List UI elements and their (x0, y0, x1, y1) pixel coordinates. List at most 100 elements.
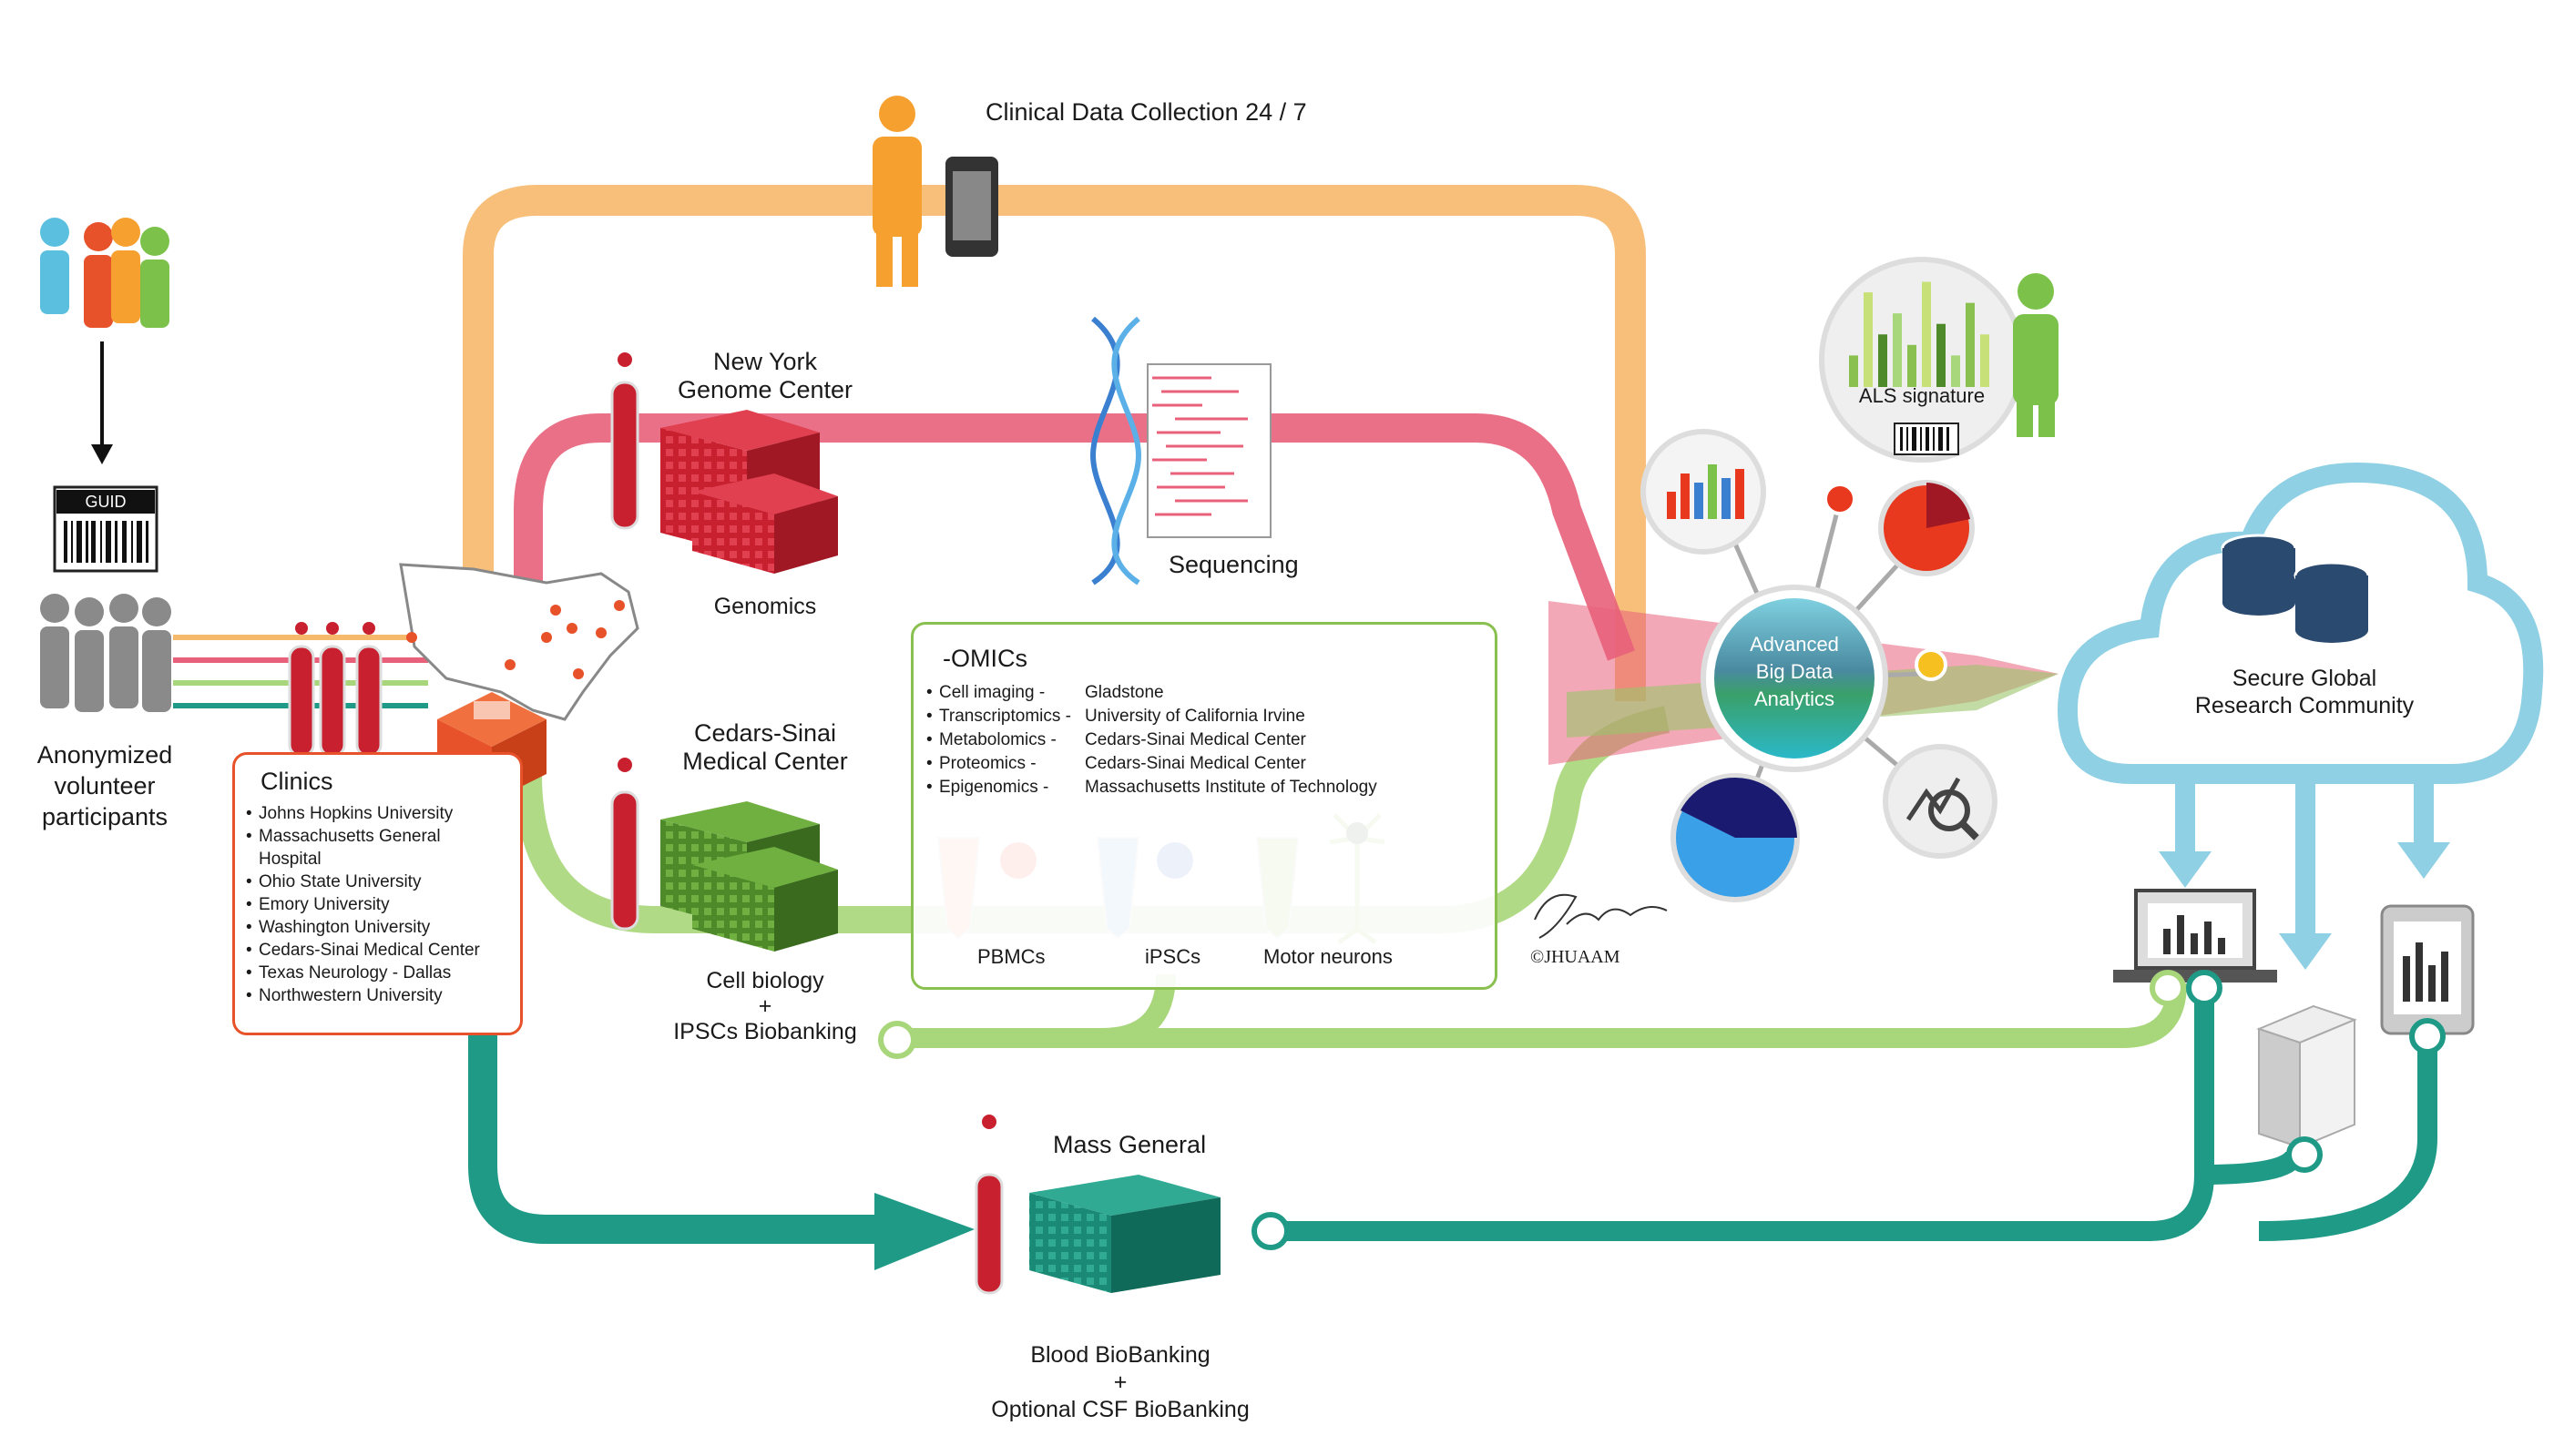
clinics-box: Clinics Johns Hopkins University Massach… (232, 752, 523, 1035)
omics-site: Gladstone (1085, 683, 1164, 702)
als-bar (1980, 334, 1989, 387)
als-signature-bars (1849, 281, 1989, 387)
clinic-item: Cedars-Sinai Medical Center (246, 939, 480, 962)
nygc-blood-tube-icon (610, 352, 639, 530)
omics-method: Transcriptomics - (939, 707, 1071, 726)
omics-method: Cell imaging - (939, 683, 1046, 702)
omics-site: Cedars-Sinai Medical Center (1085, 730, 1306, 749)
pie-chart-red-bubble (1878, 480, 1975, 576)
genomics-flow (514, 413, 1635, 661)
nygc-building-icon (660, 410, 838, 574)
als-bar (1878, 334, 1887, 387)
nygc-title: New York Genome Center (677, 348, 853, 403)
cloud-down-arrows (2159, 783, 2450, 970)
artist-signature-scribble (1534, 893, 1668, 939)
clinical-data-flow (463, 185, 1646, 701)
als-bar (1849, 355, 1858, 387)
clinic-item: Johns Hopkins University (246, 802, 480, 825)
genomics-label: Genomics (713, 594, 817, 619)
database-icon (2221, 534, 2370, 643)
als-signature-label: ALS signature (1858, 384, 1986, 407)
bar-chart-bubble (1640, 429, 1766, 555)
als-signature-bubble (1819, 257, 2025, 463)
blood-biobanking-label: Blood BioBanking + Optional CSF BioBanki… (991, 1342, 1250, 1422)
clinic-item: Washington University (246, 916, 480, 939)
clinical-data-label: Clinical Data Collection 24 / 7 (986, 98, 1307, 126)
omics-row: Epigenomics - Massachusetts Institute of … (926, 776, 1377, 799)
omics-row: Metabolomics - Cedars-Sinai Medical Cente… (926, 728, 1377, 752)
ipsc-label: iPSCs (1145, 945, 1201, 968)
clinics-list: Johns Hopkins University Massachusetts G… (246, 802, 480, 1007)
analysis-magnifier-bubble (1883, 744, 1997, 859)
cedars-building-icon (660, 801, 838, 952)
omics-site: University of California Irvine (1085, 707, 1305, 726)
clinic-blood-tubes-icon (288, 622, 383, 758)
als-bar (1864, 292, 1873, 387)
dna-helix-icon (1089, 316, 1142, 585)
omics-site: Cedars-Sinai Medical Center (1085, 754, 1306, 773)
tablet-icon (2380, 904, 2475, 1035)
volunteer-group-icon (40, 218, 169, 328)
mass-general-blood-tube-icon (975, 1115, 1004, 1295)
laptop-icon (2113, 889, 2277, 983)
guid-label: GUID (85, 493, 127, 511)
clinic-item: Ohio State University (246, 871, 480, 893)
tablet-link (2258, 1038, 2437, 1241)
analytics-line-1: Advanced (1750, 633, 1839, 656)
analytics-line-3: Analytics (1754, 687, 1834, 710)
als-bar (1966, 302, 1975, 387)
us-map-icon (399, 563, 639, 721)
omics-method: Epigenomics - (939, 778, 1049, 797)
clinic-item: Northwestern University (246, 984, 480, 1007)
omics-method: Proteomics - (939, 754, 1037, 773)
analytics-core: Advanced Big Data Analytics (1701, 585, 1888, 772)
biobanking-flow (468, 1011, 902, 1244)
mass-general-building-icon (1029, 1175, 1221, 1293)
server-link (2203, 1149, 2305, 1185)
als-bar (1922, 281, 1931, 387)
omics-row: Proteomics - Cedars-Sinai Medical Center (926, 752, 1377, 776)
anonymized-people-icon (40, 594, 171, 712)
analytics-line-2: Big Data (1756, 660, 1834, 683)
sequencing-label: Sequencing (1169, 551, 1299, 578)
sequencing-readout-icon (1147, 363, 1272, 538)
clinic-item: Texas Neurology - Dallas (246, 962, 480, 984)
clinic-item: Massachusetts General Hospital (246, 825, 480, 871)
omics-title: -OMICs (943, 645, 1027, 672)
pie-chart-blue-bubble (1670, 773, 1800, 902)
signature-label: ©JHUAAM (1530, 947, 1620, 967)
pbmc-label: PBMCs (977, 945, 1046, 968)
clinic-item: Emory University (246, 893, 480, 916)
omics-row: Cell imaging - Gladstone (926, 681, 1377, 705)
down-arrow-head (91, 444, 113, 464)
als-bar (1893, 313, 1902, 387)
secure-global-label: Secure Global Research Community (2194, 666, 2415, 718)
als-person-icon (2013, 273, 2059, 437)
cedars-blood-tube-icon (610, 758, 639, 931)
als-bar (1936, 323, 1946, 387)
server-tower-icon (2256, 1004, 2357, 1149)
omics-list: Cell imaging - Gladstone Transcriptomics … (926, 681, 1377, 799)
omics-method: Metabolomics - (939, 730, 1057, 749)
ipsc-to-laptop-flow (1102, 983, 2187, 1048)
cedars-title: Cedars-Sinai Medical Center (682, 719, 848, 775)
clinician-icon (873, 96, 922, 287)
guid-barcode-icon (53, 485, 158, 573)
mass-general-data-flow (1271, 983, 2214, 1241)
biobanking-arrow (874, 1193, 975, 1270)
als-bar (1951, 355, 1960, 387)
cell-biology-label: Cell biology + IPSCs Biobanking (673, 968, 857, 1044)
motor-neurons-label: Motor neurons (1263, 945, 1393, 968)
omics-row: Transcriptomics - University of Californi… (926, 705, 1377, 728)
smartphone-icon (945, 157, 998, 257)
connector-dot-red (1824, 483, 1856, 515)
omics-site: Massachusetts Institute of Technology (1085, 778, 1377, 797)
anonymized-participants-label: Anonymized volunteer participants (36, 741, 173, 830)
clinics-title: Clinics (261, 768, 333, 795)
omics-box: -OMICs Cell imaging - Gladstone Transcrip… (911, 622, 1497, 990)
connector-dot-yellow (1915, 648, 1947, 681)
als-bar (1907, 344, 1916, 387)
flow-endpoints (878, 970, 2446, 1250)
mass-general-title: Mass General (1053, 1131, 1207, 1158)
